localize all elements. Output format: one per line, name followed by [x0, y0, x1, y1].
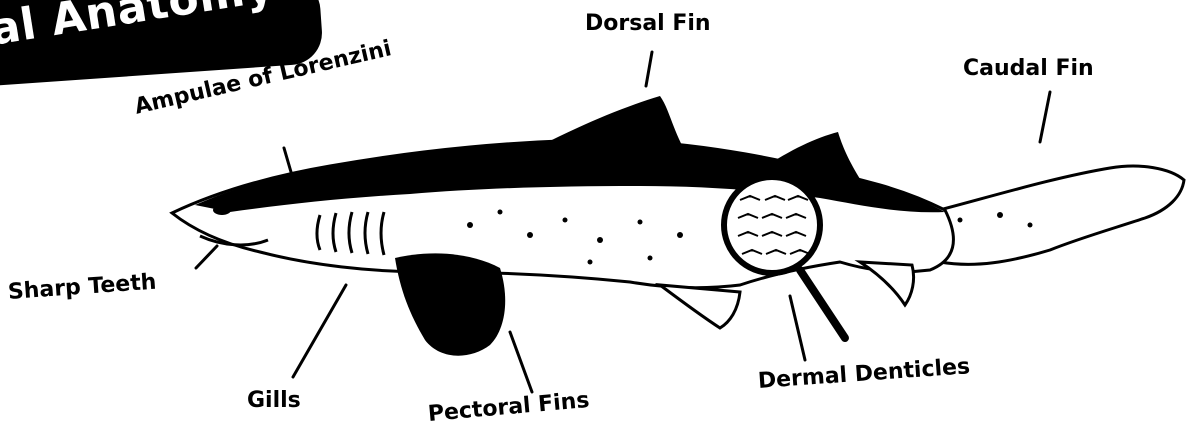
pectoral-fin [395, 253, 505, 355]
label-gills: Gills [247, 388, 301, 413]
anal-fin [860, 262, 914, 305]
label-dorsal-fin: Dorsal Fin [585, 11, 711, 36]
caudal-fin [920, 166, 1184, 264]
magnifier-lens-icon [724, 177, 820, 273]
eye-icon [213, 205, 231, 215]
pelvic-fin [660, 285, 740, 328]
label-caudal-fin: Caudal Fin [963, 56, 1094, 81]
page-title: nal Anatomy [0, 0, 277, 61]
magnifier-handle [800, 270, 845, 338]
